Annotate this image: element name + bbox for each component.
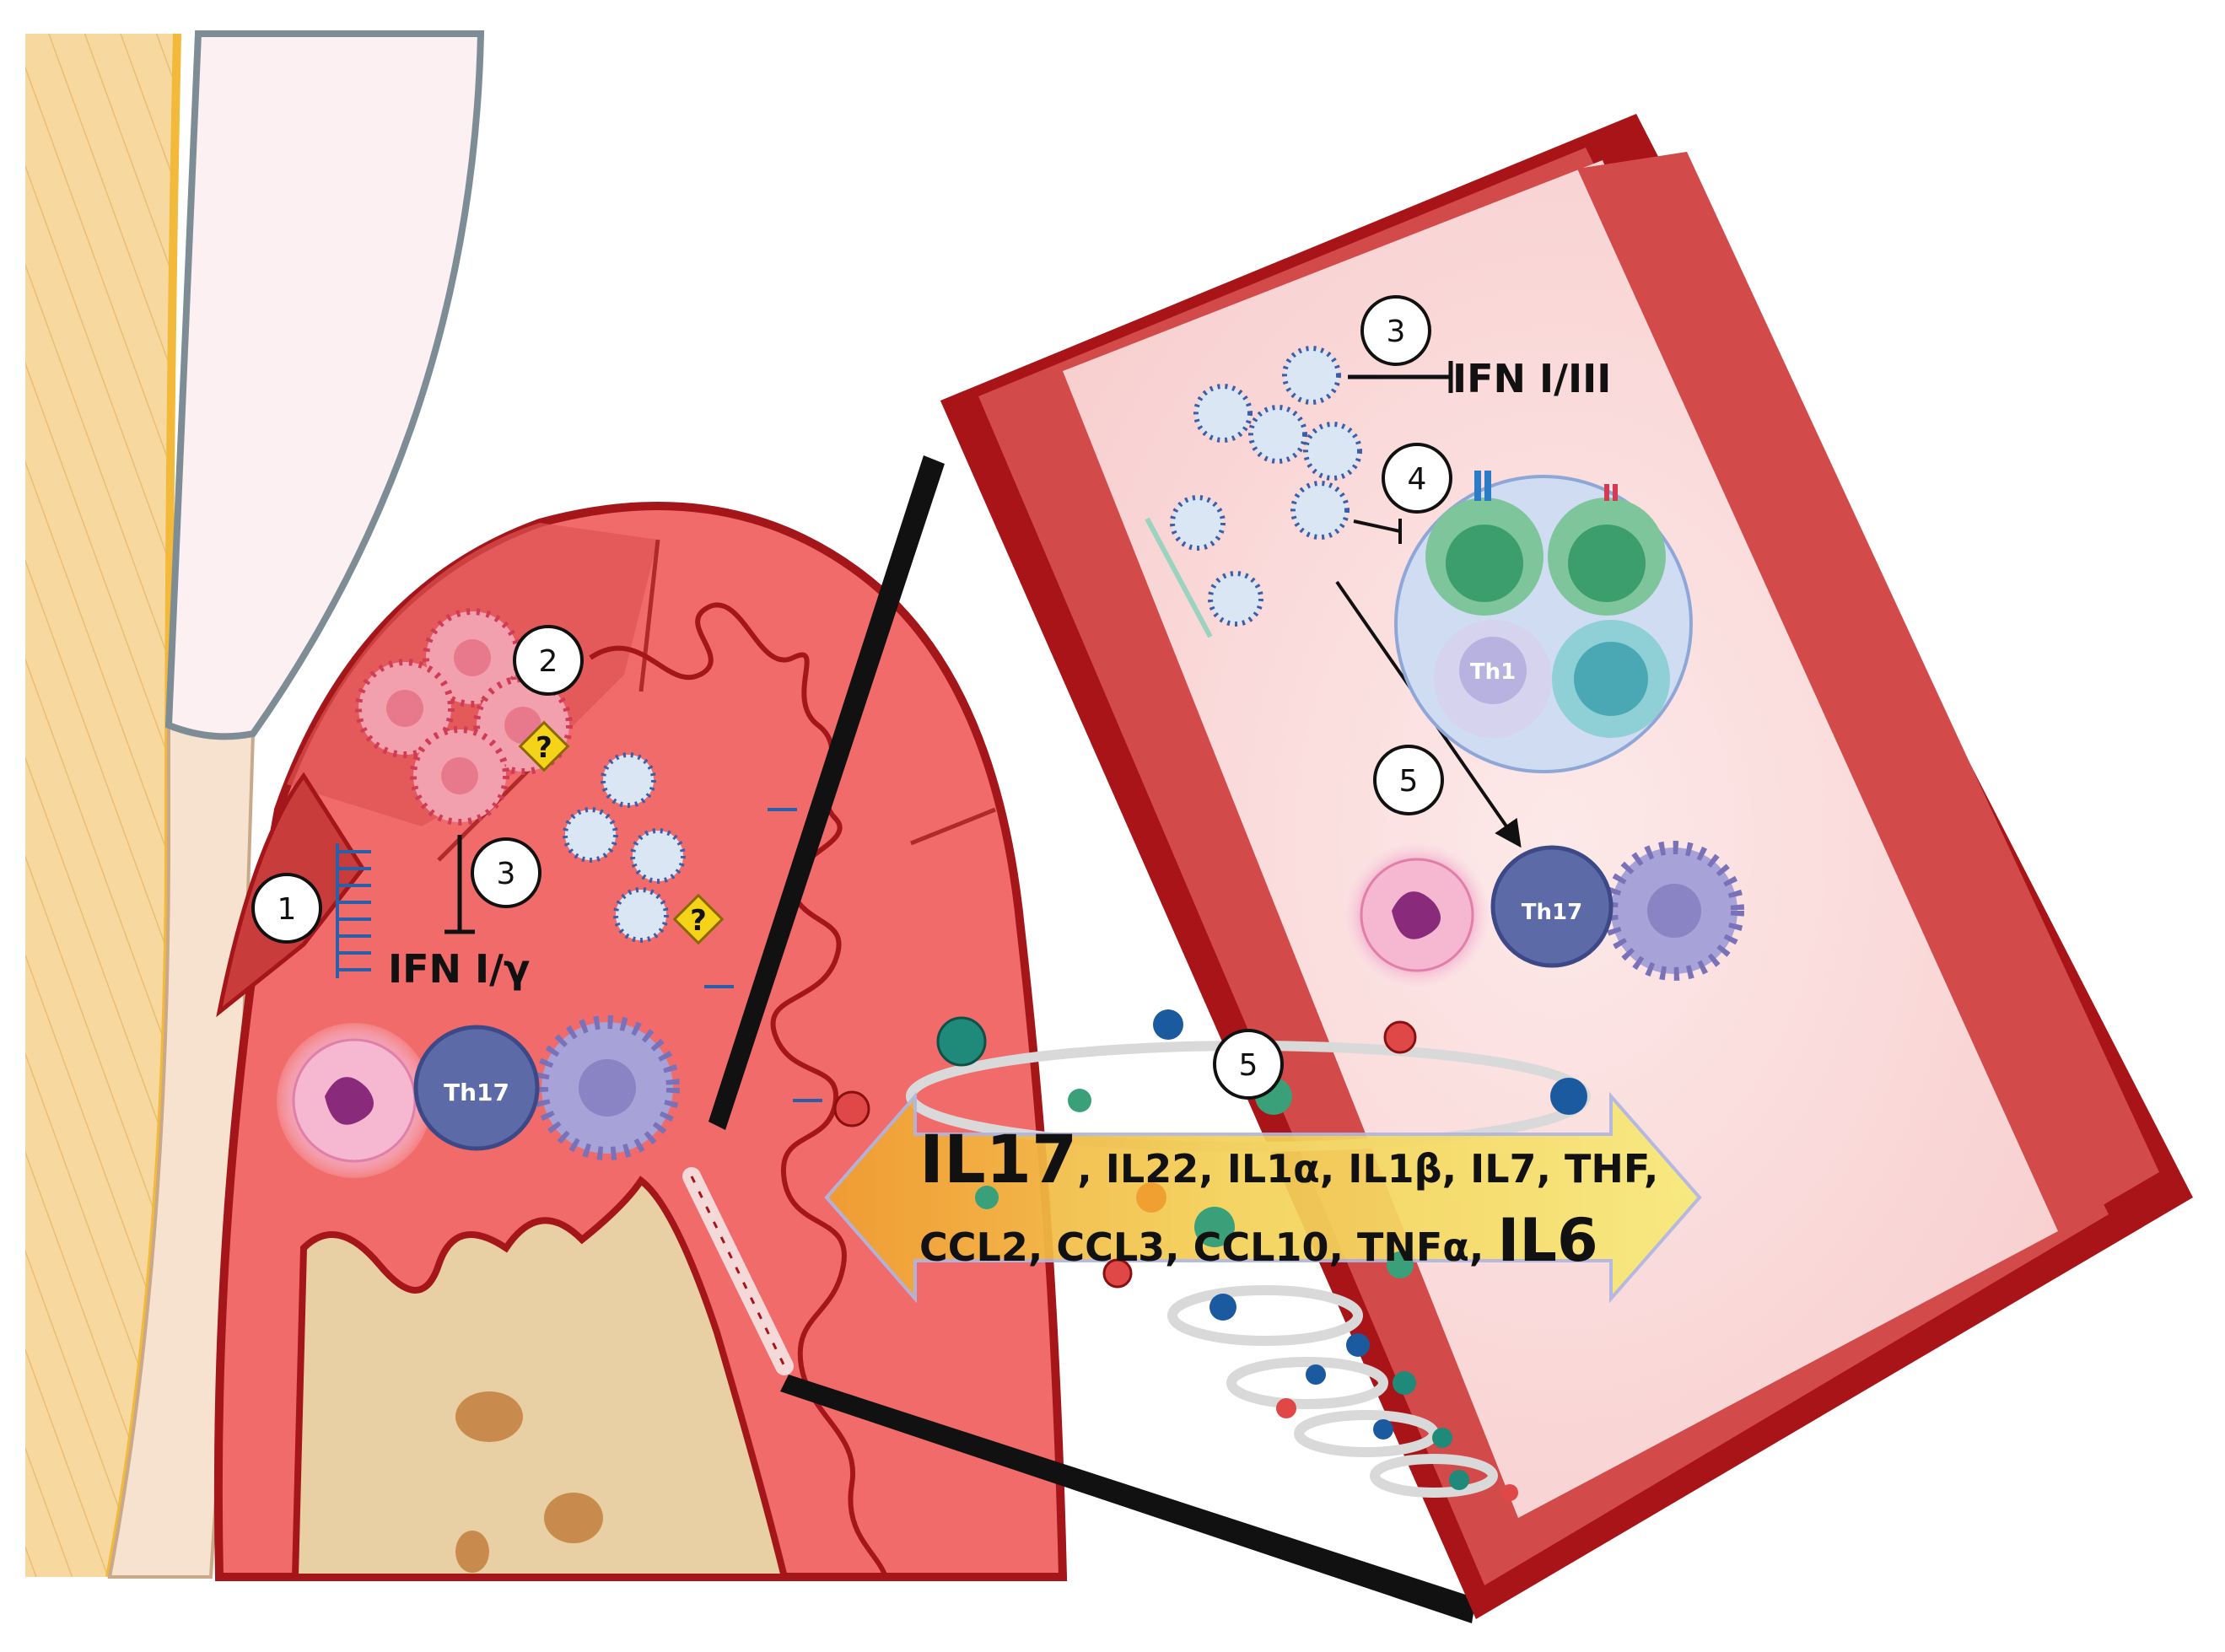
step-1: 1 bbox=[251, 873, 322, 944]
svg-text:2: 2 bbox=[539, 644, 558, 679]
svg-text:5: 5 bbox=[1239, 1048, 1258, 1083]
cytokine-line-2: CCL2, CCL3, CCL10, TNFα, IL6 bbox=[919, 1206, 1598, 1275]
virion-cluster-right bbox=[1145, 346, 1362, 638]
cytokine-particles bbox=[833, 1009, 1587, 1501]
svg-text:1: 1 bbox=[277, 892, 297, 927]
alveolar-bone bbox=[291, 1176, 789, 1580]
cytokine-list-2: CCL2, CCL3, CCL10, TNFα, bbox=[919, 1224, 1497, 1270]
step-3-right: 3 bbox=[1360, 295, 1431, 366]
th17-label-left: Th17 bbox=[444, 1079, 509, 1106]
lymphocyte-group: Th1 bbox=[1394, 471, 1693, 773]
svg-text:?: ? bbox=[690, 904, 707, 938]
cytokine-il6: IL6 bbox=[1497, 1206, 1597, 1275]
step-5-vessel: 5 bbox=[1373, 745, 1444, 815]
cytokine-line-1: IL17, IL22, IL1α, IL1β, IL7, THF, bbox=[919, 1122, 1658, 1198]
inhibition-lymphocytes bbox=[1353, 519, 1402, 544]
receptor-small bbox=[704, 808, 822, 1102]
virion-cluster-left bbox=[563, 752, 686, 943]
svg-text:5: 5 bbox=[1399, 764, 1419, 799]
svg-text:?: ? bbox=[536, 731, 552, 765]
th1-label: Th1 bbox=[1470, 659, 1516, 685]
receptor-cluster bbox=[336, 843, 371, 978]
question-badge-blue: ? bbox=[672, 893, 725, 945]
step-2: 2 bbox=[513, 625, 584, 696]
svg-text:4: 4 bbox=[1408, 462, 1427, 497]
ifn-left-label: IFN I/γ bbox=[388, 946, 530, 992]
th17-label-right: Th17 bbox=[1522, 900, 1582, 925]
tooth-crown bbox=[164, 30, 485, 740]
inhibition-left bbox=[444, 835, 475, 934]
svg-text:3: 3 bbox=[497, 857, 516, 891]
zoom-lines bbox=[708, 455, 1476, 1623]
question-badge-red: ? bbox=[518, 720, 570, 772]
svg-text:3: 3 bbox=[1387, 315, 1406, 349]
step-5-arrow: 5 bbox=[1213, 1029, 1284, 1100]
inhibition-ifn-right bbox=[1348, 361, 1453, 393]
immune-cells-right: Th17 bbox=[1345, 841, 1744, 987]
cytokine-arrow bbox=[824, 1091, 1702, 1304]
step-4: 4 bbox=[1382, 443, 1452, 514]
ifn-right-label: IFN I/III bbox=[1452, 356, 1611, 401]
step-3-left: 3 bbox=[471, 837, 541, 908]
cytokine-il17: IL17 bbox=[919, 1122, 1077, 1198]
gingival-fibre bbox=[682, 1167, 794, 1375]
immune-cells-left: Th17 bbox=[277, 1015, 680, 1178]
cytokine-list-1: , IL22, IL1α, IL1β, IL7, THF, bbox=[1077, 1146, 1658, 1192]
